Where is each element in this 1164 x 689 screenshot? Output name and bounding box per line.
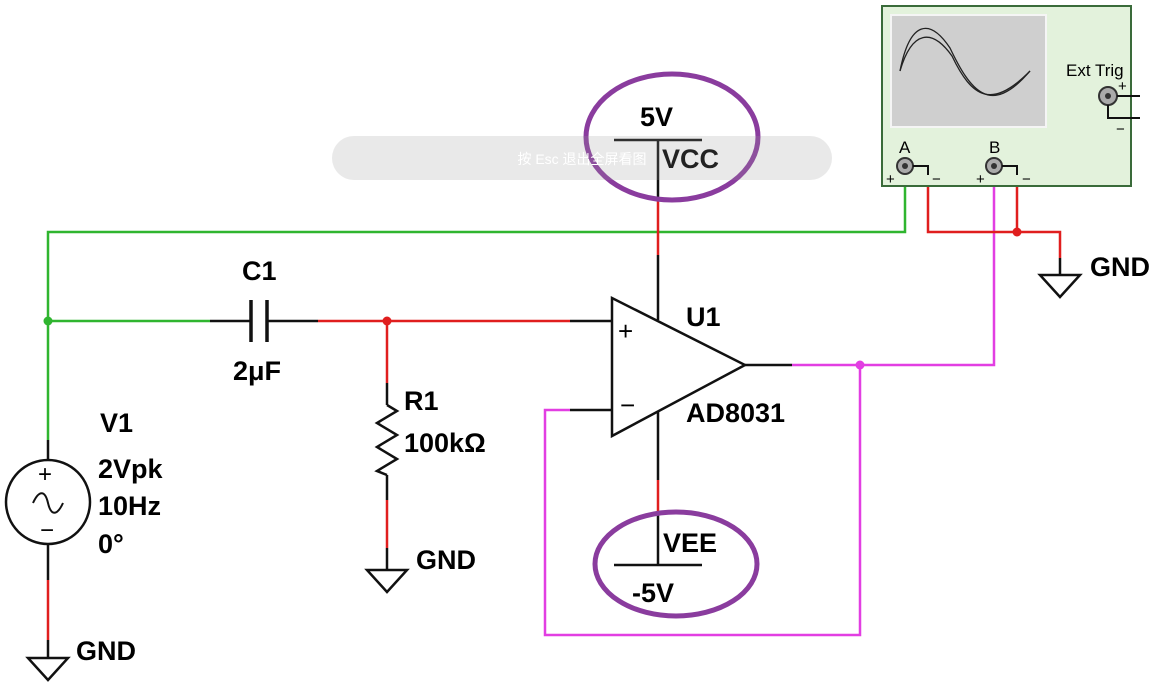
ground-label: GND [416,545,476,575]
ac-voltage-source: + − [4,458,92,546]
hint-text: 按 Esc 退出全屏看图 [517,151,646,167]
capacitor-value: 2μF [233,356,281,386]
ground-source: GND [25,636,136,682]
scope-screen [890,14,1047,128]
source-plus-sign: + [38,461,52,488]
channel-a-terminal-center [902,163,908,169]
resistor-value: 100kΩ [404,428,486,458]
source-minus-sign: − [40,517,54,544]
junctions [43,227,1022,370]
channel-b-plus-sign: + [976,171,985,188]
capacitor-name: C1 [242,256,277,286]
opamp-symbol: + − [610,295,748,439]
sine-wave-icon [32,492,64,514]
vee-highlight-circle [592,509,760,619]
vcc-voltage: 5V [640,102,673,132]
ground-label: GND [76,636,136,666]
channel-b-minus-sign: − [1022,171,1031,188]
wire-output-to-scope-b [792,175,996,367]
fullscreen-hint-overlay[interactable]: 按 Esc 退出全屏看图 [332,136,832,180]
scope-trace-b [899,36,1031,96]
ground-icon [364,568,410,594]
ext-trig-minus-lead [1107,105,1140,119]
junction-dot [43,316,53,326]
junction-dot [855,360,865,370]
hint-pill [332,136,832,180]
ground-label: GND [1090,252,1150,282]
channel-a-plus-sign: + [886,171,895,188]
junction-dot [1012,227,1022,237]
source-amplitude: 2Vpk [98,454,164,484]
resistor-name: R1 [404,386,439,416]
wire-scope-a-minus [926,175,1062,258]
opamp-name: U1 [686,302,721,332]
opamp-model: AD8031 [686,398,785,428]
scope-channel-a-label: A [899,138,911,157]
source-name: V1 [100,408,133,438]
source-frequency: 10Hz [98,491,161,521]
vee-voltage: -5V [632,578,674,608]
channel-b-minus-lead [1002,165,1018,175]
ext-trig-minus-sign: − [1116,121,1125,138]
opamp-plus-sign: + [618,316,633,346]
oscilloscope[interactable]: Ext Trig + − A + − B + − [881,5,1140,188]
ground-icon [1037,273,1083,299]
wire-feedback [543,365,862,637]
vcc-highlight-circle [583,71,761,203]
ground-resistor: GND [364,545,476,594]
source-phase: 0° [98,529,124,559]
channel-a-minus-sign: − [932,171,941,188]
capacitor-symbol [249,300,269,342]
wires [46,140,1062,658]
wire-scope-a [46,175,907,440]
vee-net-label: VEE [663,528,717,558]
ext-trig-terminal-center [1105,93,1111,99]
scope-trace-a [899,27,1031,96]
scope-ext-trig-label: Ext Trig [1066,61,1124,80]
channel-b-terminal-center [991,163,997,169]
scope-channel-b-label: B [989,138,1000,157]
ground-scope: GND [1037,252,1150,299]
opamp-minus-sign: − [620,390,635,420]
ext-trig-plus-sign: + [1118,78,1127,95]
resistor-zigzag [374,403,400,477]
ground-icon [25,656,71,682]
channel-a-minus-lead [913,165,929,175]
junction-dot [382,316,392,326]
opamp-triangle [610,295,748,439]
vcc-net-label: VCC [662,144,719,174]
